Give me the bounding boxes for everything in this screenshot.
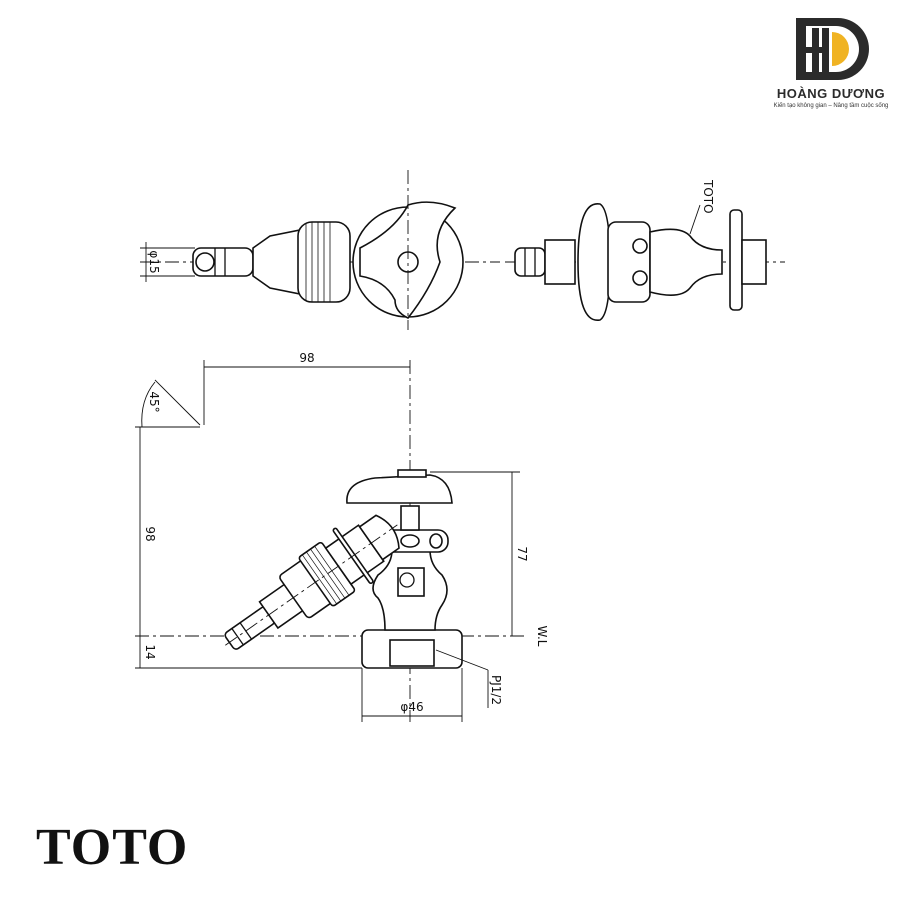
brand-tagline: Kiến tạo không gian – Nâng tầm cuộc sống xyxy=(773,103,889,109)
front-view: 98 45° 98 14 77 W.L PJ1/2 φ46 xyxy=(135,351,549,722)
top-view: φ15 xyxy=(140,170,500,330)
base-diameter-46-label: φ46 xyxy=(400,700,423,714)
toto-brand-mark: TOTO xyxy=(701,179,715,214)
angle-45-label: 45° xyxy=(147,391,161,412)
height-98-label: 98 xyxy=(143,526,157,541)
hd-monogram-icon xyxy=(796,18,869,80)
water-line-label: W.L xyxy=(535,626,549,647)
base-14-label: 14 xyxy=(143,644,157,659)
height-77-label: 77 xyxy=(515,546,529,561)
brand-name: HOÀNG DƯƠNG xyxy=(776,86,886,101)
hoang-duong-logo: HOÀNG DƯƠNG Kiến tạo không gian – Nâng t… xyxy=(766,14,896,114)
thread-pj12-label: PJ1/2 xyxy=(489,675,503,705)
diameter-15-label: φ15 xyxy=(147,250,161,273)
side-view: TOTO xyxy=(505,179,785,321)
toto-logo: TOTO xyxy=(36,819,189,876)
width-98-label: 98 xyxy=(299,351,314,365)
